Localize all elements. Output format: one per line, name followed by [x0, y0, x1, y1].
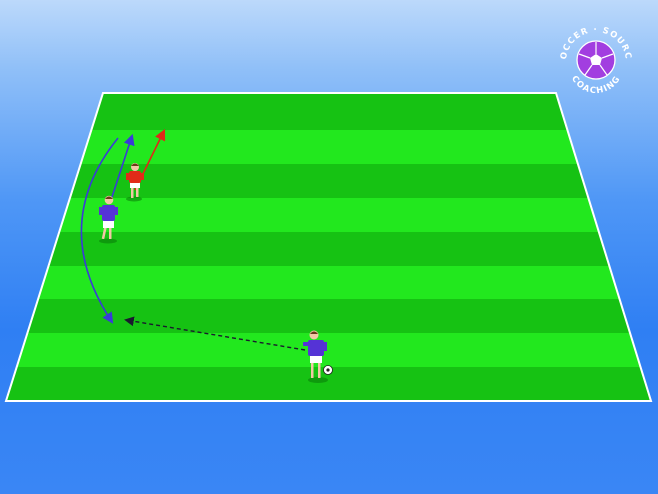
- soccer-ball: [323, 365, 333, 375]
- red-player: [126, 163, 144, 202]
- blue-runner-player: [99, 195, 118, 244]
- pitch-surface: [6, 93, 651, 401]
- soccer-ball-logo-icon: [576, 40, 616, 80]
- pitch-boundary: [4, 92, 653, 402]
- pass-arrow: [124, 316, 306, 351]
- blue-run-arrow: [110, 133, 135, 201]
- blue-passer-player: [303, 330, 328, 383]
- logo: SOCCER · SOURCE COACHING: [559, 25, 632, 96]
- curved-run-arrow: [80, 137, 119, 324]
